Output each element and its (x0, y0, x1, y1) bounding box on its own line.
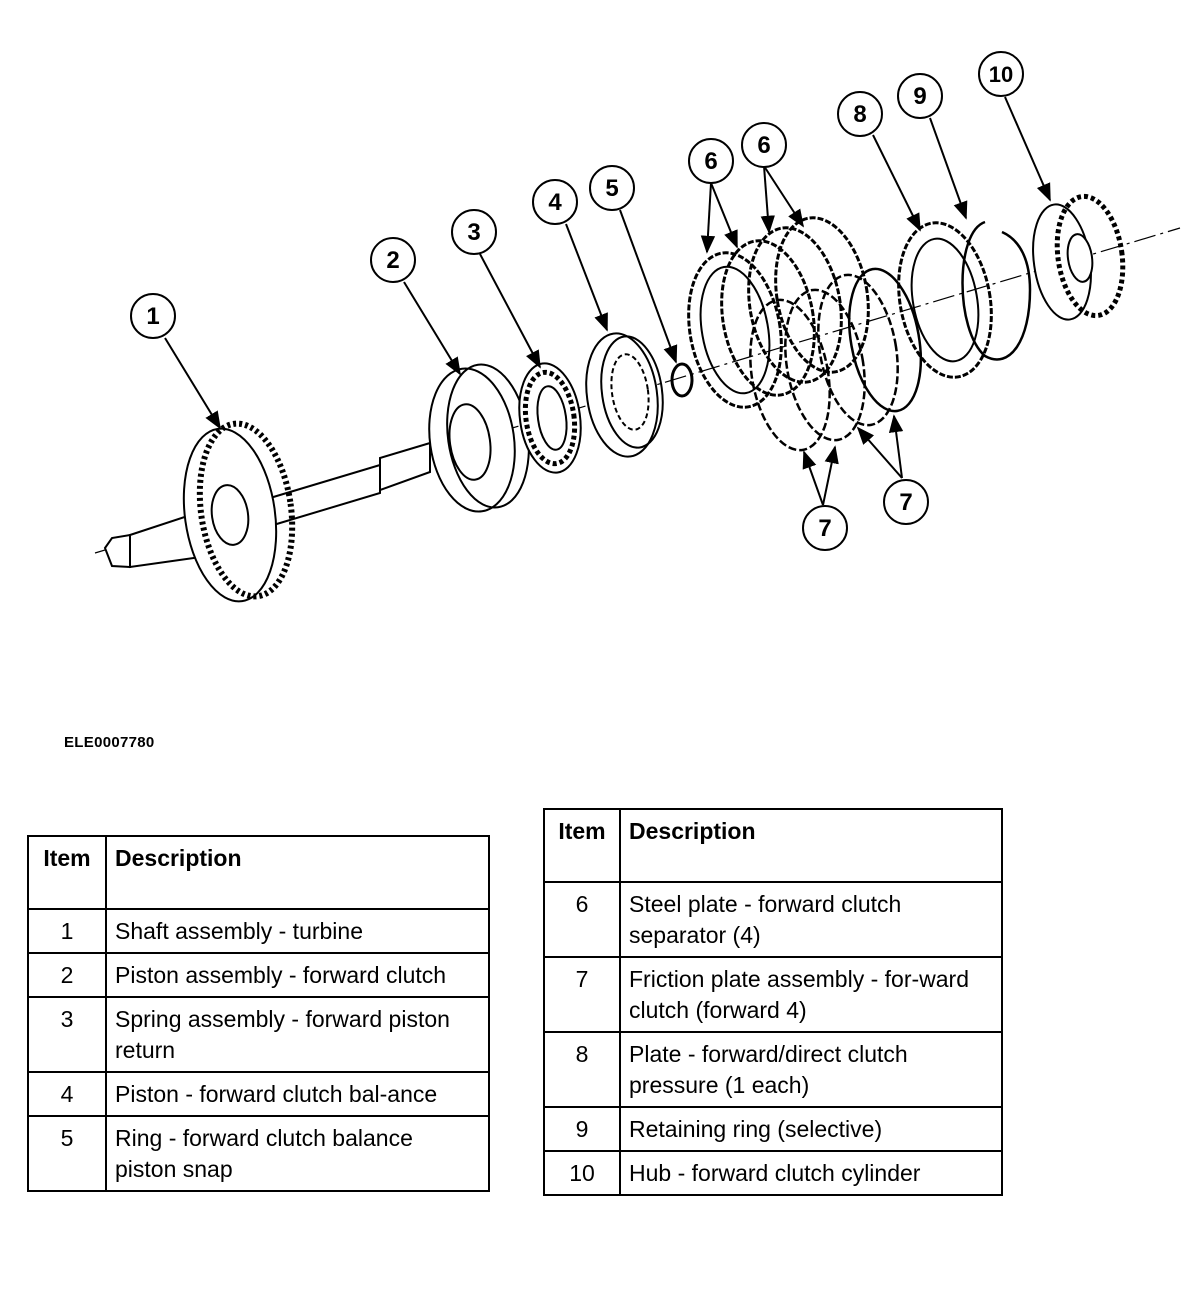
part-5-snap-ring (670, 362, 694, 398)
table-row: 10 Hub - forward clutch cylinder (543, 1150, 1003, 1196)
table-row: 4 Piston - forward clutch bal-ance (27, 1071, 490, 1117)
part-4-balance-piston (585, 332, 664, 458)
item-number: 5 (27, 1115, 107, 1192)
item-description: Piston assembly - forward clutch (105, 952, 490, 998)
item-number: 8 (543, 1031, 621, 1108)
item-description: Piston - forward clutch bal-ance (105, 1071, 490, 1117)
callout-label-4: 4 (548, 189, 562, 216)
part-1-turbine-shaft (103, 420, 431, 603)
table-row: 7 Friction plate assembly - for-ward clu… (543, 956, 1003, 1033)
parts-table-right: Item Description 6 Steel plate - forward… (543, 808, 1003, 1196)
item-description: Spring assembly - forward piston return (105, 996, 490, 1073)
callout-circle-1 (130, 293, 176, 339)
header-description: Description (105, 835, 490, 910)
callout-label-6a: 6 (704, 148, 717, 175)
callout-circle-3 (451, 209, 497, 255)
callout-circle-6a (688, 138, 734, 184)
header-item: Item (27, 835, 107, 910)
callout-label-6b: 6 (757, 132, 770, 159)
callout-circles (130, 51, 1024, 551)
item-description: Plate - forward/direct clutch pressure (… (619, 1031, 1003, 1108)
table-row: 5 Ring - forward clutch balance piston s… (27, 1115, 490, 1192)
callout-label-2: 2 (386, 247, 399, 274)
table-row: 6 Steel plate - forward clutch separator… (543, 881, 1003, 958)
table-row: 3 Spring assembly - forward piston retur… (27, 996, 490, 1073)
callout-label-7a: 7 (818, 515, 831, 542)
part-8-pressure-plate (897, 221, 993, 379)
part-9-retaining-ring (961, 220, 1032, 361)
callout-label-5: 5 (605, 175, 618, 202)
callout-circle-4 (532, 179, 578, 225)
exploded-view-diagram: 1 2 3 4 5 6 6 7 7 8 9 10 (94, 51, 1181, 603)
table-row: 2 Piston assembly - forward clutch (27, 952, 490, 998)
leader-arrows (164, 96, 1051, 506)
header-item: Item (543, 808, 621, 883)
item-number: 10 (543, 1150, 621, 1196)
callout-label-10: 10 (989, 62, 1013, 87)
callout-circle-7a (802, 505, 848, 551)
item-number: 2 (27, 952, 107, 998)
part-2-piston-assembly (428, 363, 530, 513)
part-10-hub (1032, 193, 1126, 321)
item-number: 4 (27, 1071, 107, 1117)
callout-circle-9 (897, 73, 943, 119)
item-description: Shaft assembly - turbine (105, 908, 490, 954)
callout-label-1: 1 (146, 303, 159, 330)
callout-circle-7b (883, 479, 929, 525)
table-row: 8 Plate - forward/direct clutch pressure… (543, 1031, 1003, 1108)
callout-circle-5 (589, 165, 635, 211)
item-description: Friction plate assembly - for-ward clutc… (619, 956, 1003, 1033)
table-row: 1 Shaft assembly - turbine (27, 908, 490, 954)
item-number: 7 (543, 956, 621, 1033)
item-number: 3 (27, 996, 107, 1073)
callout-label-7b: 7 (899, 489, 912, 516)
figure-id: ELE0007780 (64, 734, 155, 751)
item-description: Steel plate - forward clutch separator (… (619, 881, 1003, 958)
item-number: 9 (543, 1106, 621, 1152)
callout-circle-8 (837, 91, 883, 137)
callout-label-3: 3 (467, 219, 480, 246)
part-7-friction-plates (749, 267, 922, 452)
item-description: Retaining ring (selective) (619, 1106, 1003, 1152)
callout-label-8: 8 (853, 101, 866, 128)
parts-table-left: Item Description 1 Shaft assembly - turb… (27, 835, 490, 1192)
callout-circle-10 (978, 51, 1024, 97)
item-number: 1 (27, 908, 107, 954)
item-description: Ring - forward clutch balance piston sna… (105, 1115, 490, 1192)
callout-circle-6b (741, 122, 787, 168)
callout-label-9: 9 (913, 83, 926, 110)
header-description: Description (619, 808, 1003, 883)
item-number: 6 (543, 881, 621, 958)
part-3-spring-assembly (518, 362, 582, 474)
callout-circle-2 (370, 237, 416, 283)
part-6-steel-plates (687, 216, 870, 409)
table-row: 9 Retaining ring (selective) (543, 1106, 1003, 1152)
item-description: Hub - forward clutch cylinder (619, 1150, 1003, 1196)
